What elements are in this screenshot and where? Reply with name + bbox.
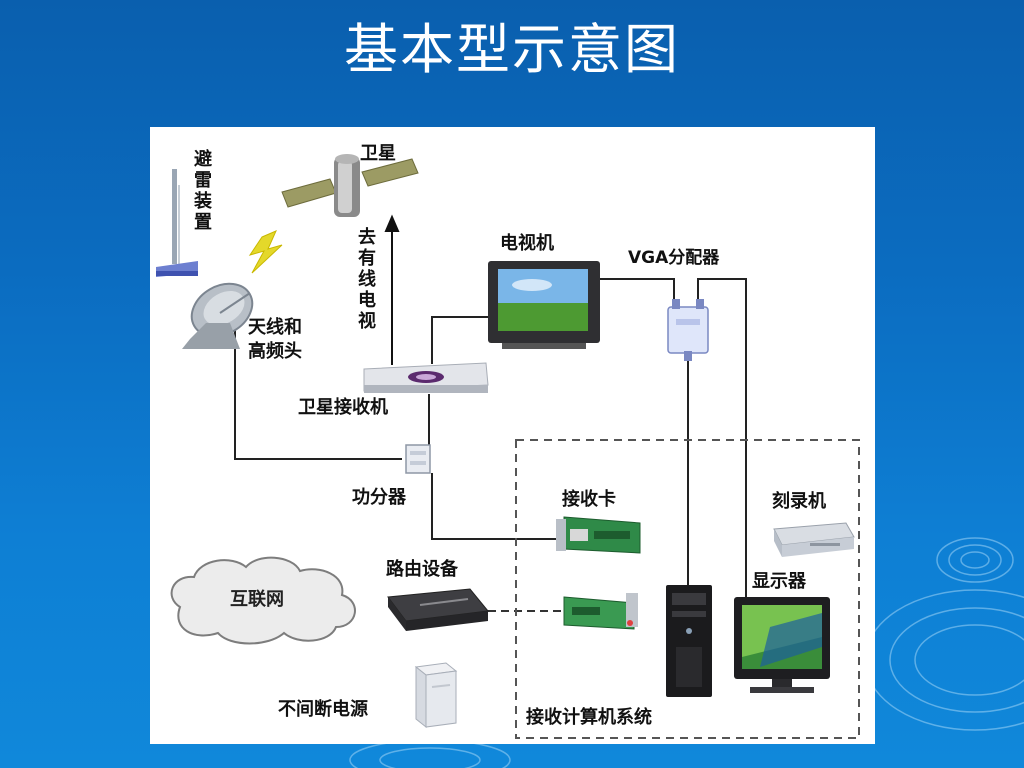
dish-antenna-icon [182,282,254,349]
vga-splitter-icon [667,299,709,361]
diagram-canvas [156,154,860,739]
router-icon [387,588,489,631]
receiver-label: 卫星接收机 [298,397,388,418]
computer-system-box [515,439,860,739]
connection-lines [234,278,747,597]
pc-tower-icon [666,585,712,697]
diagram-panel: 避雷装置 卫星 去有线电视 电视机 VGA分配器 天线和 高频头 卫星接收机 功… [150,127,875,744]
power-splitter-icon [405,444,431,474]
satellite-receiver-icon [363,362,489,393]
satellite-icon [281,154,419,217]
disc-recorder-icon [773,522,855,557]
uplink-label: 去有线电视 [358,227,376,332]
receiver-card-icon [556,516,641,554]
antenna-label-line1: 天线和 [248,317,302,338]
system-label: 接收计算机系统 [526,707,652,728]
internet-label: 互联网 [230,589,284,610]
ups-icon [414,662,458,729]
uplink-arrow [384,214,400,365]
ups-label: 不间断电源 [278,699,368,720]
tv-icon [488,261,600,349]
lightning-rod-label: 避雷装置 [194,149,212,233]
monitor-label: 显示器 [752,571,806,592]
splitter-label: 功分器 [352,487,406,508]
slide-title: 基本型示意图 [344,18,680,81]
network-card-icon [563,593,638,630]
vga-splitter-label: VGA分配器 [628,248,720,268]
tv-label: 电视机 [500,233,554,254]
satellite-label: 卫星 [360,143,396,164]
lightning-bolt-icon [248,230,283,274]
antenna-label-line2: 高频头 [248,341,302,362]
recorder-label: 刻录机 [772,491,826,512]
lightning-rod-icon [156,169,198,277]
router-label: 路由设备 [386,559,458,580]
cloud-icon [170,556,356,645]
card-label: 接收卡 [562,489,616,510]
monitor-icon [734,597,830,693]
